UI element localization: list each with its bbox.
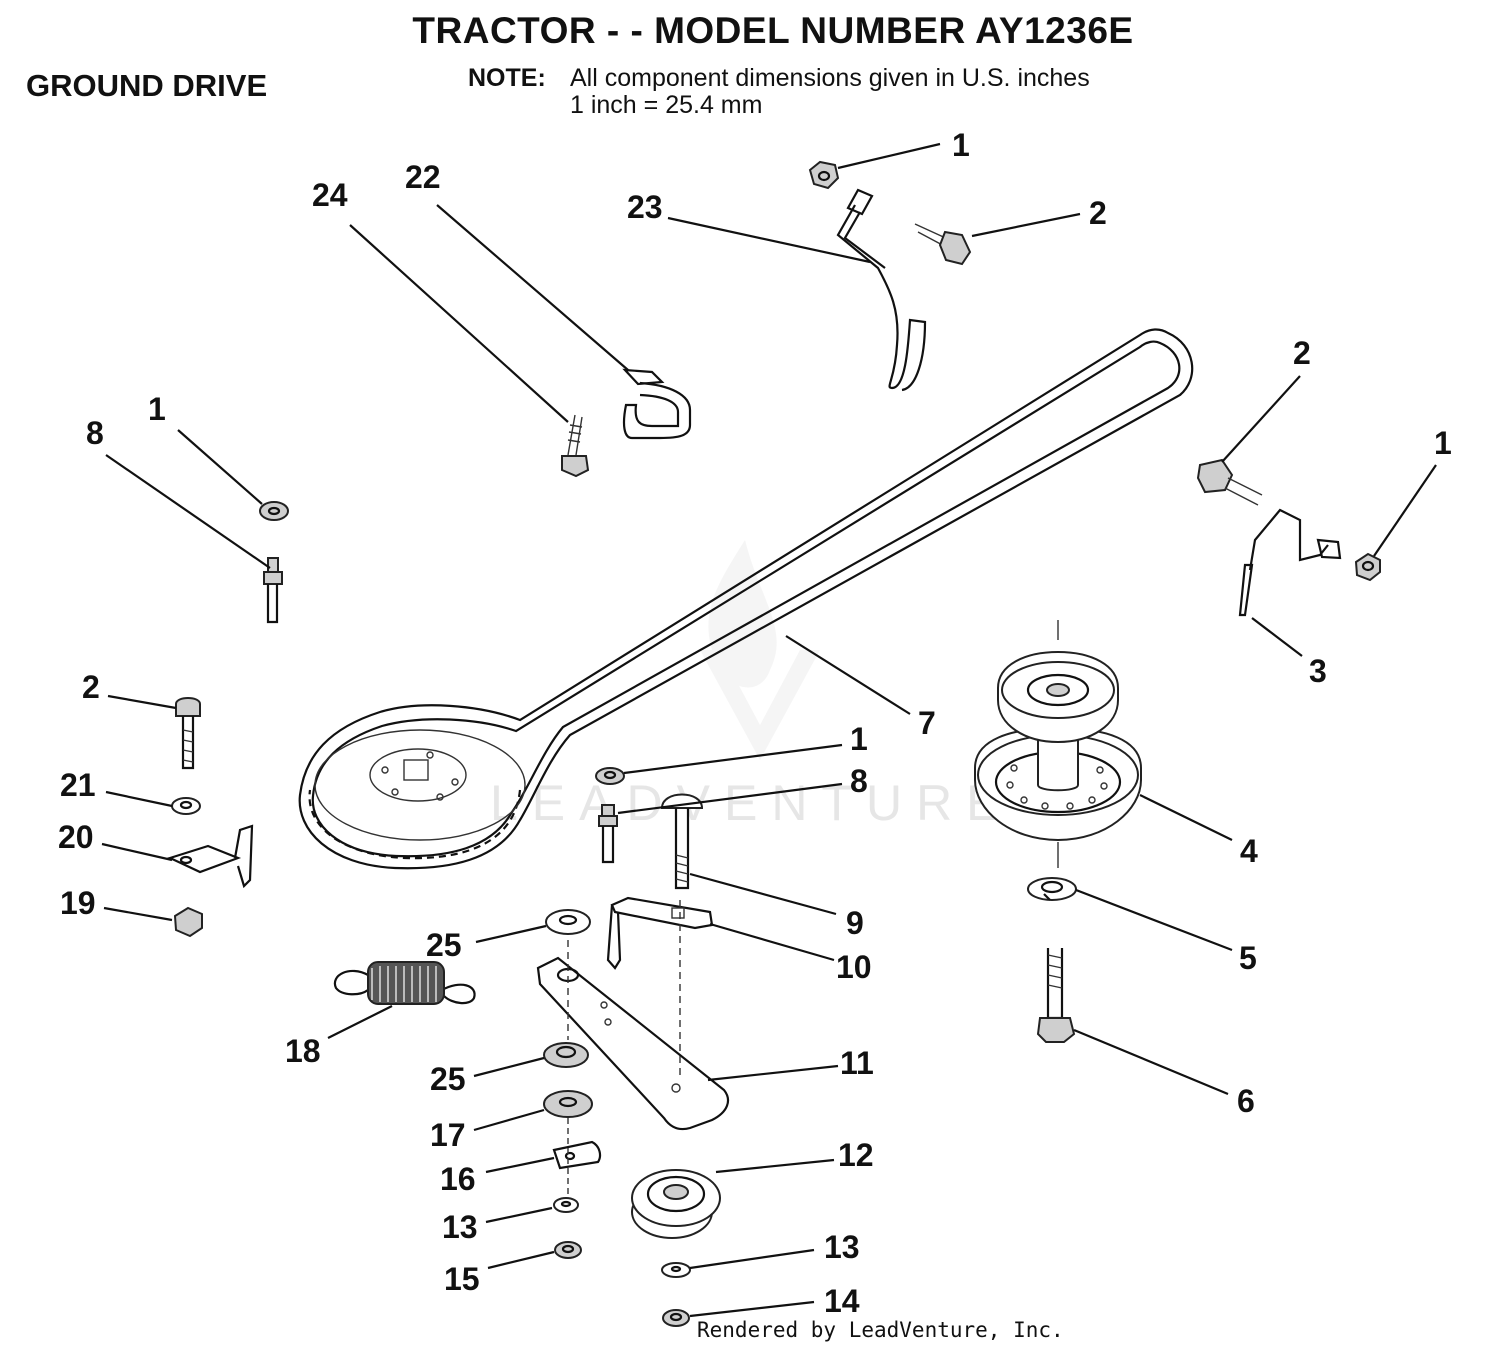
washer-left (171, 797, 201, 815)
belt-guide-right (1238, 508, 1342, 617)
callout-15: 15 (444, 1261, 480, 1297)
callout-2: 2 (82, 669, 100, 705)
callout-16: 16 (440, 1161, 476, 1197)
belt-guide-left (622, 368, 692, 440)
nut-left (259, 501, 289, 521)
callout-25: 25 (426, 927, 462, 963)
idler-pulley (631, 1169, 721, 1239)
callout-7: 7 (918, 705, 936, 741)
stud-center (598, 804, 618, 864)
washer-pulley (661, 1262, 691, 1278)
note-text-dimensions: All component dimensions given in U.S. i… (570, 64, 1090, 92)
callout-1: 1 (850, 721, 868, 757)
callout-10: 10 (836, 949, 872, 985)
callout-25: 25 (430, 1061, 466, 1097)
callout-23: 23 (627, 189, 663, 225)
callout-12: 12 (838, 1137, 874, 1173)
washer-center (543, 1090, 593, 1118)
callout-1: 1 (1434, 425, 1452, 461)
washer-small (553, 1197, 579, 1213)
idler-bracket (606, 896, 714, 970)
callout-19: 19 (60, 885, 96, 921)
callout-8: 8 (850, 763, 868, 799)
nut-pulley (662, 1309, 690, 1327)
callout-8: 8 (86, 415, 104, 451)
callout-2: 2 (1089, 195, 1107, 231)
callout-1: 1 (148, 391, 166, 427)
watermark-text: LEADVENTURE (490, 775, 1014, 831)
bolt-top (914, 223, 972, 266)
callout-13: 13 (442, 1209, 478, 1245)
nut-top (808, 160, 840, 190)
callout-13: 13 (824, 1229, 860, 1265)
bolt-left (175, 697, 201, 770)
drive-belt (298, 328, 1194, 870)
screw-left (561, 414, 590, 478)
lock-washer (1027, 877, 1077, 901)
watermark-logo (700, 540, 820, 760)
callout-3: 3 (1309, 653, 1327, 689)
callout-5: 5 (1239, 940, 1257, 976)
callout-9: 9 (846, 905, 864, 941)
note-label: NOTE: (468, 64, 546, 92)
callout-labels: 1 2 23 24 22 2 1 1 8 3 2 7 1 21 8 4 20 1… (58, 127, 1452, 1319)
spring (333, 961, 476, 1005)
callout-21: 21 (60, 767, 96, 803)
transaxle-pulley (314, 729, 526, 841)
footer-credit: Rendered by LeadVenture, Inc. (697, 1318, 1064, 1342)
section-title: GROUND DRIVE (26, 68, 268, 103)
callout-2: 2 (1293, 335, 1311, 371)
callout-1: 1 (952, 127, 970, 163)
callout-22: 22 (405, 159, 441, 195)
nut-right (1354, 552, 1381, 582)
callout-4: 4 (1240, 833, 1258, 869)
bushing-lower (543, 1042, 589, 1068)
belt-guide-top (836, 188, 927, 392)
callout-11: 11 (840, 1045, 874, 1081)
idler-arm (536, 900, 730, 1131)
note-text-conversion: 1 inch = 25.4 mm (570, 91, 763, 119)
callout-6: 6 (1237, 1083, 1255, 1119)
callout-20: 20 (58, 819, 94, 855)
leader-lines (101, 142, 1437, 1318)
retainer-clip (552, 1118, 602, 1200)
page-title: TRACTOR - - MODEL NUMBER AY1236E (412, 10, 1134, 51)
pulley-bolt (1036, 948, 1076, 1043)
callout-14: 14 (824, 1283, 860, 1319)
bracket-left (166, 824, 254, 889)
nut-bottom (554, 1241, 582, 1259)
bolt-right (1196, 458, 1263, 506)
callout-18: 18 (285, 1033, 321, 1069)
carriage-bolt (660, 793, 704, 890)
nut-center (595, 767, 625, 785)
engine-pulley (974, 620, 1142, 868)
stud-left (263, 557, 283, 624)
callout-24: 24 (312, 177, 348, 213)
bushing-upper (545, 909, 591, 935)
callout-17: 17 (430, 1117, 466, 1153)
locknut-left (173, 906, 203, 938)
